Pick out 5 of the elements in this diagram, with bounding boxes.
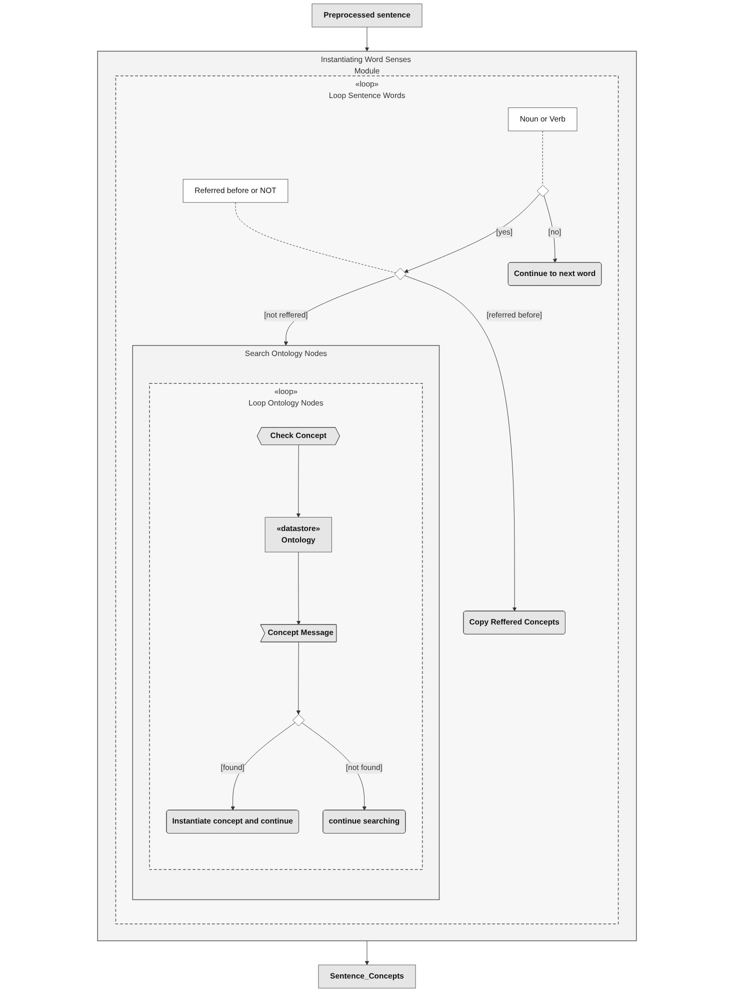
connector: [235, 202, 396, 274]
connector: [542, 130, 543, 186]
node-diamond: [536, 184, 549, 197]
node-diamond: [292, 714, 305, 726]
node-diamond: [394, 268, 406, 280]
